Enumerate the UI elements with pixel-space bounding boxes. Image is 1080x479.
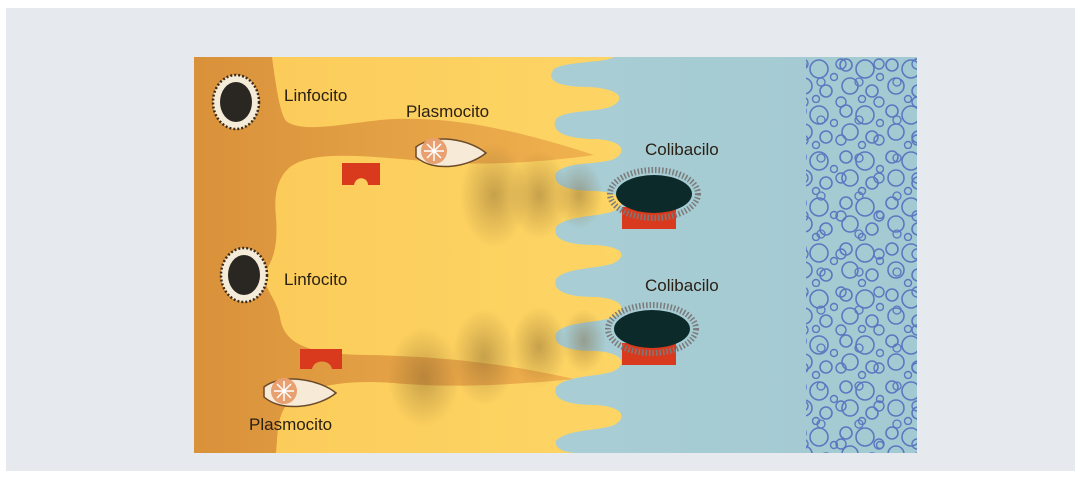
mucus-layer-small [806,57,917,453]
lymphocyte-middle [221,248,267,302]
label-colibacillus-top: Colibacilo [645,140,719,159]
label-lymphocyte-middle: Linfocito [284,270,347,289]
lymphocyte-top [213,75,259,129]
label-lymphocyte-top: Linfocito [284,86,347,105]
label-colibacillus-bottom: Colibacilo [645,276,719,295]
label-plasma-cell-top: Plasmocito [406,102,489,121]
figure-panel: Linfocito Plasmocito Colibacilo Linfocit… [6,8,1075,471]
intestinal-mucosa-illustration: Linfocito Plasmocito Colibacilo Linfocit… [194,57,917,453]
label-plasma-cell-bottom: Plasmocito [249,415,332,434]
illustration: Linfocito Plasmocito Colibacilo Linfocit… [194,57,917,453]
